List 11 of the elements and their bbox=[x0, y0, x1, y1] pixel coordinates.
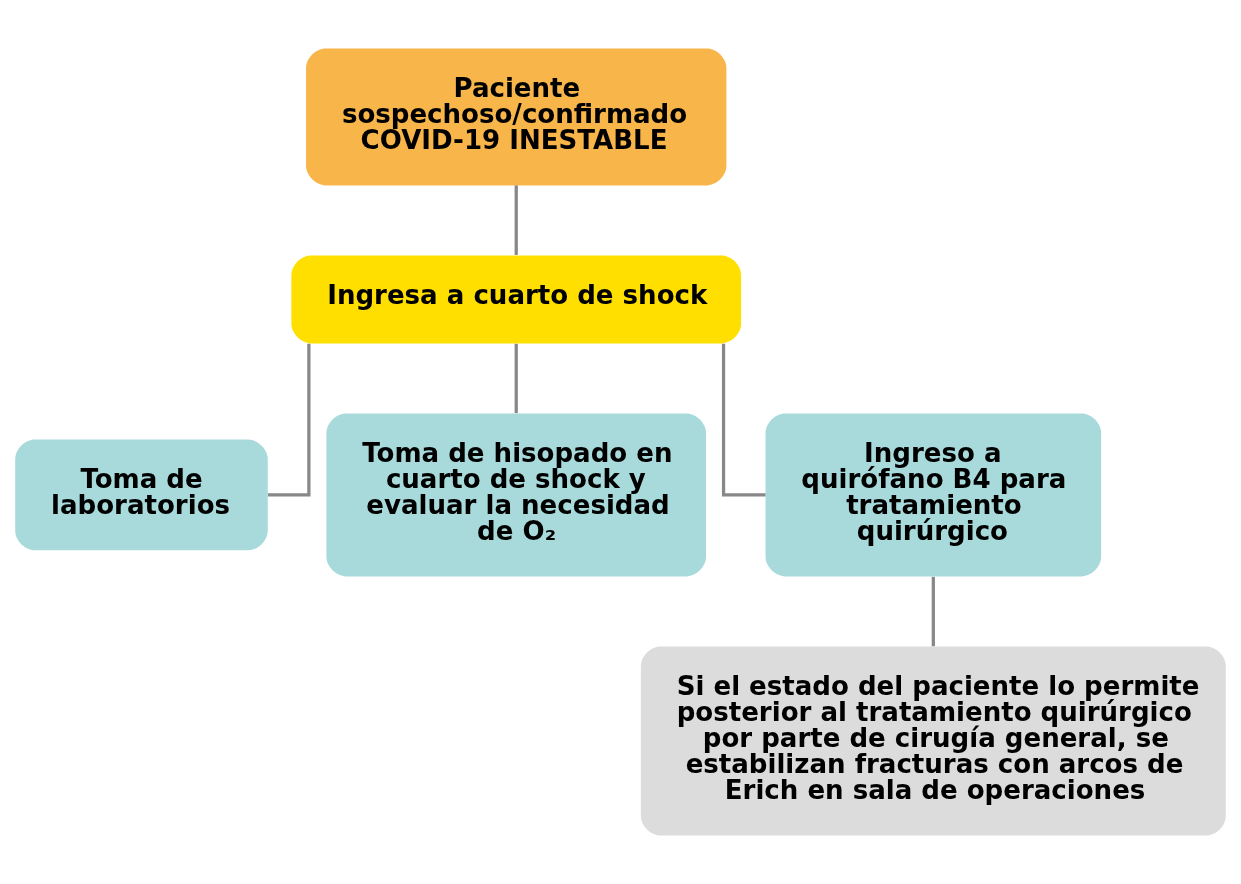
connector bbox=[721, 343, 766, 497]
connector bbox=[267, 343, 311, 497]
connector bbox=[514, 343, 518, 414]
node-box: Paciente sospechoso/confirmado COVID-19 INESTABLE bbox=[306, 48, 727, 186]
node-box: Toma de laboratorios bbox=[15, 439, 268, 551]
node-box: Ingresa a cuarto de shock bbox=[291, 255, 742, 344]
connector bbox=[931, 576, 935, 647]
node-box: Ingreso a quirófano B4 para tratamiento quirúrgico bbox=[765, 413, 1102, 577]
node-box: Si el estado del paciente lo permite posterior al tratamiento quirúrgico por parte de cirugía general, se estabilizan fracturas con arcos de Erich en sala de operaciones bbox=[640, 646, 1226, 836]
connector bbox=[514, 185, 518, 255]
node-box: Toma de hisopado en cuarto de shock y evaluar la necesidad de O₂ bbox=[326, 413, 707, 577]
